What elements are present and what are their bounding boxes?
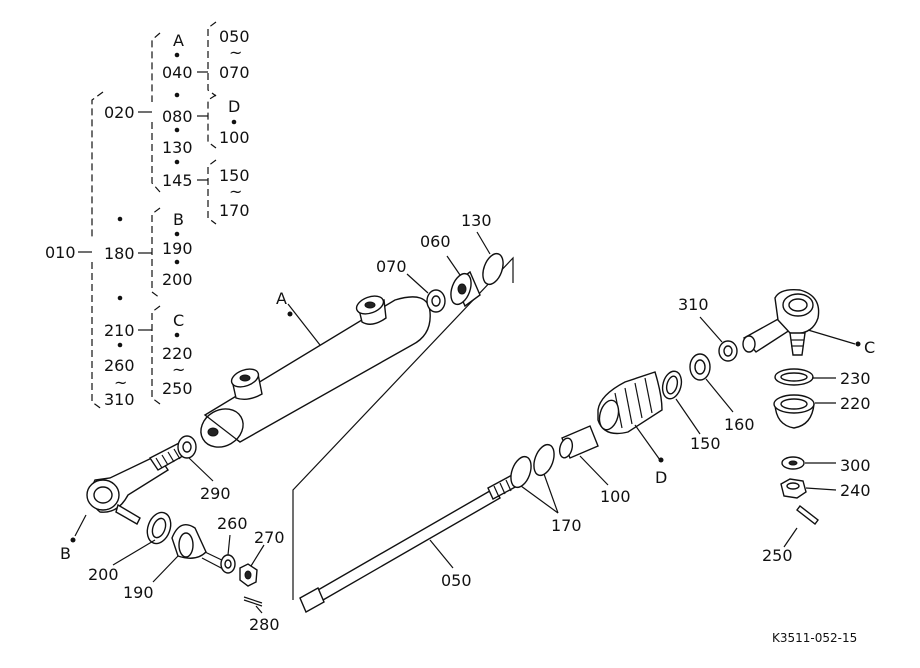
nut-290 <box>177 435 197 459</box>
callout-280: 280 <box>249 615 280 634</box>
tree-label-130: 130 <box>162 138 193 157</box>
group-frame <box>292 256 514 600</box>
tree-label-170: 170 <box>219 201 250 220</box>
boot-200 <box>146 511 172 545</box>
bracket-010 <box>91 91 104 411</box>
tree-label-050: 050 <box>219 27 250 46</box>
tree-label-C: C <box>173 311 184 330</box>
callout-240: 240 <box>840 481 871 500</box>
oring-170 <box>510 443 555 489</box>
callout-070: 070 <box>376 257 407 276</box>
tree-label-020: 020 <box>104 103 135 122</box>
tree-tilde-3: ~ <box>172 360 185 379</box>
tree-label-080: 080 <box>162 107 193 126</box>
washer-300 <box>781 456 805 470</box>
callout-150: 150 <box>690 434 721 453</box>
tree-label-190: 190 <box>162 239 193 258</box>
ring-150 <box>661 370 683 400</box>
callout-250: 250 <box>762 546 793 565</box>
callout-290: 290 <box>200 484 231 503</box>
tree-label-100: 100 <box>219 128 250 147</box>
callout-labels: A 070 060 130 310 C 230 220 300 240 250 … <box>60 211 875 634</box>
tree-label-010: 010 <box>45 243 76 262</box>
tree-label-310: 310 <box>104 390 135 409</box>
callout-160: 160 <box>724 415 755 434</box>
tie-rod-end-left <box>86 439 191 525</box>
callout-200: 200 <box>88 565 119 584</box>
rod-gland <box>597 371 663 435</box>
callout-A: A <box>276 289 287 308</box>
tree-label-210: 210 <box>104 321 135 340</box>
callout-050: 050 <box>441 571 472 590</box>
tree-label-220: 220 <box>162 344 193 363</box>
bracket-C <box>151 305 161 405</box>
callout-190: 190 <box>123 583 154 602</box>
piston-rod <box>299 473 520 613</box>
bracket-050 <box>207 21 217 97</box>
callout-220: 220 <box>840 394 871 413</box>
tree-label-A: A <box>173 31 184 50</box>
callout-310: 310 <box>678 295 709 314</box>
tree-label-250: 250 <box>162 379 193 398</box>
tree-tilde-2: ~ <box>229 182 242 201</box>
cotter-pin-250 <box>796 505 819 525</box>
tree-tilde-1: ~ <box>229 43 242 62</box>
boot-220 <box>773 394 815 429</box>
tree-label-B: B <box>173 210 184 229</box>
drawing-code: K3511-052-15 <box>772 631 857 645</box>
cotter-pin-280 <box>243 596 263 607</box>
callout-100: 100 <box>600 487 631 506</box>
bracket-D <box>207 94 217 149</box>
assembly-tree: 010 020 A 040 050 ~ 070 080 D 100 130 14… <box>45 21 250 411</box>
callout-300: 300 <box>840 456 871 475</box>
nut-270 <box>239 563 258 587</box>
boot-190 <box>171 524 207 559</box>
tree-label-070: 070 <box>219 63 250 82</box>
bushing-100 <box>558 425 599 459</box>
callout-060: 060 <box>420 232 451 251</box>
tree-label-150: 150 <box>219 166 250 185</box>
tree-label-D: D <box>228 97 240 116</box>
callout-270: 270 <box>254 528 285 547</box>
washer-260 <box>220 554 236 574</box>
bracket-B <box>151 207 161 299</box>
nut-160 <box>689 353 711 381</box>
tree-label-200: 200 <box>162 270 193 289</box>
callout-260: 260 <box>217 514 248 533</box>
callout-170: 170 <box>551 516 582 535</box>
tree-label-040: 040 <box>162 63 193 82</box>
callout-B: B <box>60 544 71 563</box>
piston-060 <box>450 270 481 308</box>
nut-070 <box>426 289 446 313</box>
tree-tilde-4: ~ <box>114 373 127 392</box>
tie-rod-end-right <box>742 288 820 356</box>
leaders <box>70 231 861 614</box>
bracket-150 <box>207 159 217 225</box>
callout-130: 130 <box>461 211 492 230</box>
callout-230: 230 <box>840 369 871 388</box>
tree-label-145: 145 <box>162 171 193 190</box>
oring-130 <box>482 252 504 286</box>
nut-310 <box>718 340 738 362</box>
ring-230 <box>774 368 814 386</box>
callout-C: C <box>864 338 875 357</box>
tree-label-180: 180 <box>104 244 135 263</box>
nut-240 <box>780 478 807 499</box>
bracket-020 <box>151 32 161 193</box>
tree-label-260: 260 <box>104 356 135 375</box>
callout-D: D <box>655 468 667 487</box>
cylinder-tube <box>200 295 431 448</box>
